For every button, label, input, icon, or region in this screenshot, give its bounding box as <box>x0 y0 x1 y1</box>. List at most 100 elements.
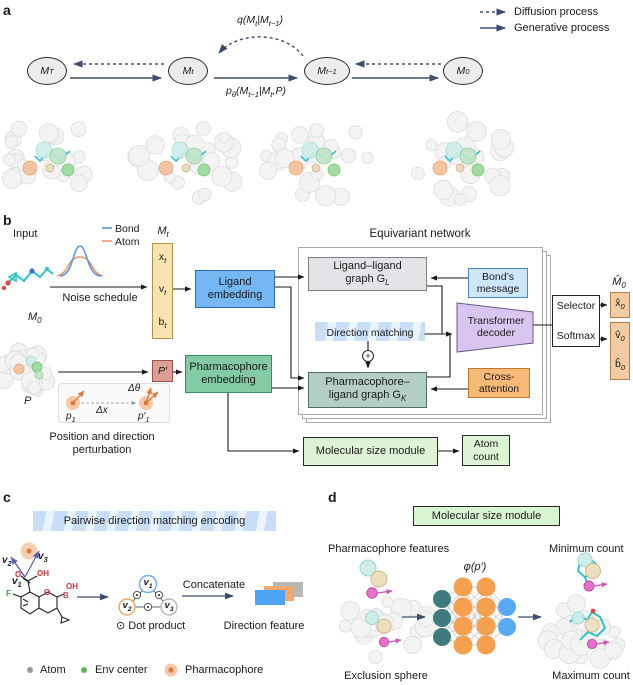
gk-line2: ligand graph GK <box>328 389 407 404</box>
delta-x-label: Δx <box>96 405 108 416</box>
panel-b-arrows <box>50 274 608 454</box>
noise-schedule-curves <box>56 227 112 277</box>
bt-entry: bt <box>158 315 167 331</box>
gl-line2: graph GL <box>345 273 390 288</box>
gk-line1: Pharmacophore– <box>325 376 410 389</box>
pairwise-title-highlight <box>33 511 276 531</box>
exclusion-sphere-label: Exclusion sphere <box>344 670 428 682</box>
molecular-size-module-box: Molecular size module <box>303 437 438 466</box>
molecular-size-module-title: Molecular size module <box>413 506 560 526</box>
atom-curve-label: Atom <box>115 236 140 248</box>
mol-b-label: B <box>63 591 69 600</box>
p-theta-label: pθ(Mt−1|Mt,P) <box>226 85 286 100</box>
p-prime-box: P′ <box>152 360 173 382</box>
pharmacophore-embedding-box: Pharmacophore embedding <box>185 355 272 393</box>
feature-slab-blue <box>255 590 285 605</box>
direction-matching-highlight <box>315 322 425 341</box>
b0-hat: b̂0 <box>614 357 626 373</box>
panel-b-label: b <box>3 212 12 228</box>
env-center-legend-label: Env center <box>95 664 148 676</box>
bonds-message-box: Bond’s message <box>468 268 528 298</box>
dot-product-legend: ⊙ Dot product <box>116 620 186 632</box>
node-mt-1-text: M <box>317 65 327 77</box>
v0-hat: v̂0 <box>615 329 625 344</box>
pharmacophore-features-label: Pharmacophore features <box>328 543 450 555</box>
minimum-count-molecule <box>576 552 608 592</box>
mol-o-carbonyl-label: O <box>15 570 22 579</box>
delta-theta-label: Δθ <box>128 383 141 394</box>
panel-d-cluster-overlays <box>365 608 610 650</box>
input-ligand-molecule <box>1 266 54 291</box>
m0-input-label: M0 <box>28 311 42 326</box>
node-m0-text: M <box>456 65 466 77</box>
p1-label: p1 <box>66 411 76 424</box>
mt-state-label: Mt <box>157 225 169 240</box>
maximum-count-label: Maximum count <box>552 670 630 682</box>
noise-schedule-label: Noise schedule <box>62 292 138 304</box>
minimum-count-label: Minimum count <box>549 543 624 555</box>
pharmacophore-features-render <box>359 559 393 599</box>
pharmacophore-ligand-graph-box: Pharmacophore– ligand graph GK <box>308 372 427 408</box>
vt-entry: vt <box>158 283 167 298</box>
xt-entry: xt <box>158 251 167 266</box>
mol-o-ring-label: O <box>44 588 51 597</box>
node-mT-text: M <box>40 65 50 77</box>
mol-oh-right-label: OH <box>66 582 78 591</box>
perturbation-graphics <box>66 387 159 410</box>
panel-a-label: a <box>3 2 11 18</box>
cross-attention-box: Cross-attention <box>468 368 530 398</box>
ligand-embedding-box: Ligand embedding <box>195 270 275 308</box>
v2-vector-label: v2 <box>2 555 12 568</box>
v0-b0-hat-box: v̂0 b̂0 <box>610 322 630 380</box>
triangle-v2-label: v2 <box>122 600 132 613</box>
v1-vector-label: v1 <box>12 576 22 589</box>
m0-hat-label: M̂0 <box>612 276 626 291</box>
panel-c-legend-dots <box>27 663 178 677</box>
direction-triangle-graph <box>118 574 178 616</box>
plus-circle: + <box>362 350 374 362</box>
atom-legend-label: Atom <box>40 664 66 676</box>
mol-oh-top-label: OH <box>37 569 49 578</box>
panel-c-molecule <box>10 542 71 624</box>
panel-d-label: d <box>328 489 337 505</box>
mt-state-box: xt vt bt <box>152 243 173 339</box>
v3-vector-label: v3 <box>38 551 48 564</box>
phi-label: φ(p′) <box>463 561 487 573</box>
direction-feature-label: Direction feature <box>223 620 305 632</box>
equivariant-network-title: Equivariant network <box>369 228 471 240</box>
triangle-v1-label: v1 <box>143 577 153 590</box>
panel-a-arrows <box>70 8 507 82</box>
dot-product-icon: ⊙ <box>116 620 126 632</box>
selector-label: Selector <box>556 300 596 312</box>
p-prime-1-label: p′1 <box>138 411 150 424</box>
p-pocket-label: P <box>24 395 32 407</box>
concatenate-label: Concatenate <box>182 579 246 591</box>
panel-c-arrows <box>77 592 235 601</box>
diffusion-legend-label: Diffusion process <box>514 6 599 18</box>
panel-c-label: c <box>3 489 11 505</box>
direction-matching-label: Direction matching <box>326 327 414 339</box>
generative-legend-label: Generative process <box>514 22 610 34</box>
x0-hat-box: x̂0 <box>610 292 630 318</box>
pharmacophore-legend-label: Pharmacophore <box>185 664 264 676</box>
transformer-decoder-shape <box>456 302 534 353</box>
selector-softmax-box: Selector Softmax <box>552 295 600 347</box>
node-mt-text: M <box>182 65 192 77</box>
mol-f-label: F <box>6 589 11 598</box>
ligand-ligand-graph-box: Ligand–ligand graph GL <box>308 257 427 291</box>
softmax-label: Softmax <box>556 329 596 342</box>
gl-line1: Ligand–ligand <box>333 260 402 273</box>
q-distribution-label: q(Mt|Mt−1) <box>237 14 283 29</box>
triangle-v3-label: v3 <box>164 600 174 613</box>
bond-curve-label: Bond <box>115 223 140 235</box>
pairwise-title: Pairwise direction matching encoding <box>63 515 246 527</box>
